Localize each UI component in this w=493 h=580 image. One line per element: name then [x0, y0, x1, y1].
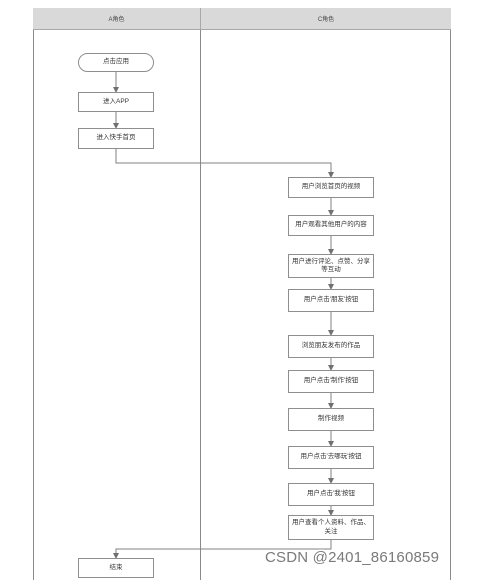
edge-home-to-browse [115, 149, 334, 178]
lane-c-header: C角色 [201, 8, 451, 30]
node-make-video: 制作视频 [288, 408, 374, 431]
node-browse-recommended: 用户浏览首页的视频 [288, 177, 374, 198]
node-browse-friend-works: 浏览朋友发布的作品 [288, 335, 374, 358]
node-enter-app: 进入APP [78, 92, 154, 112]
lane-a-header: A角色 [33, 8, 201, 30]
node-click-me: 用户点击'我'按钮 [288, 483, 374, 506]
node-end: 结束 [78, 558, 154, 578]
lane-divider [200, 30, 201, 580]
node-click-go: 用户点击'去哪玩'按钮 [288, 446, 374, 469]
node-click-friends: 用户点击'朋友'按钮 [288, 289, 374, 312]
edge-profile-to-end [113, 540, 332, 559]
node-start: 点击应用 [78, 53, 154, 72]
node-enter-home: 进入快手首页 [78, 128, 154, 149]
csdn-watermark: CSDN @2401_86160859 [265, 549, 440, 566]
node-watch-other: 用户观看其他用户的内容 [288, 215, 374, 236]
node-view-profile: 用户查看个人资料、作品、关注 [288, 515, 374, 540]
node-click-make: 用户点击'制作'按钮 [288, 370, 374, 393]
node-interact: 用户进行评论、点赞、分享等互动 [288, 254, 374, 278]
